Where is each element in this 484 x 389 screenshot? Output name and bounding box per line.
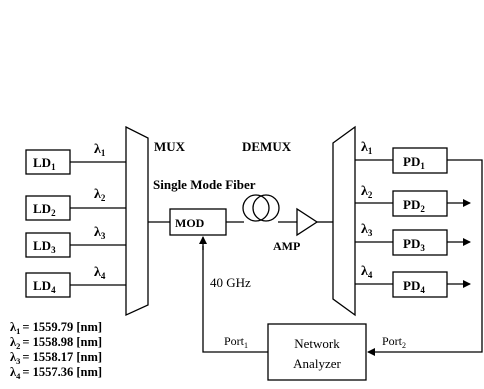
- demux-block: [332, 125, 356, 317]
- pd2-label: PD2: [403, 197, 425, 214]
- network-analyzer-box: [267, 323, 367, 381]
- pd1-feedback-line: [418, 159, 483, 353]
- pd4-label: PD4: [403, 278, 425, 295]
- wavelength-2: λ2= 1558.98 [nm]: [10, 335, 102, 351]
- pd1-label: PD1: [403, 154, 425, 171]
- port2-label: Port2: [382, 334, 406, 350]
- analyzer-line2: Analyzer: [293, 356, 341, 371]
- fiber-coil-2: [252, 194, 280, 222]
- pd3-box: [392, 229, 448, 256]
- mux-lambda-3: λ3: [94, 225, 106, 241]
- pd4-box: [392, 271, 448, 298]
- demux-lambda-1: λ1: [361, 140, 373, 156]
- demux-lambda-4: λ4: [361, 264, 373, 280]
- mux-block: [125, 125, 149, 317]
- pd2-box: [392, 190, 448, 217]
- demux-lambda-3: λ3: [361, 222, 373, 238]
- ld3-box: [25, 232, 71, 258]
- demux-lambda-2: λ2: [361, 184, 373, 200]
- mod-label: MOD: [175, 216, 205, 230]
- wavelength-3: λ3= 1558.17 [nm]: [10, 350, 102, 366]
- ld3-label: LD3: [33, 238, 56, 255]
- ld2-box: [25, 195, 71, 221]
- freq-label: 40 GHz: [210, 275, 251, 290]
- wavelength-4: λ4= 1557.36 [nm]: [10, 365, 102, 381]
- port1-line: [202, 246, 268, 353]
- mux-lambda-4: λ4: [94, 265, 106, 281]
- mux-lambda-2: λ2: [94, 187, 106, 203]
- mux-label: MUX: [154, 139, 186, 154]
- fiber-label: Single Mode Fiber: [153, 177, 256, 192]
- mux-lambda-1: λ1: [94, 142, 106, 158]
- port1-label: Port1: [224, 334, 248, 350]
- pd1-box: [392, 147, 448, 174]
- wavelength-1: λ1= 1559.79 [nm]: [10, 320, 102, 336]
- ld1-label: LD1: [33, 155, 56, 172]
- amp-label: AMP: [273, 239, 300, 253]
- fiber-coil-1: [242, 194, 270, 222]
- mod-box: [169, 208, 227, 236]
- ld4-label: LD4: [33, 278, 56, 295]
- pd3-label: PD3: [403, 236, 425, 253]
- amp-triangle: [296, 207, 319, 237]
- ld1-box: [25, 149, 71, 175]
- demux-label: DEMUX: [242, 139, 292, 154]
- analyzer-line1: Network: [294, 336, 340, 351]
- ld2-label: LD2: [33, 201, 56, 218]
